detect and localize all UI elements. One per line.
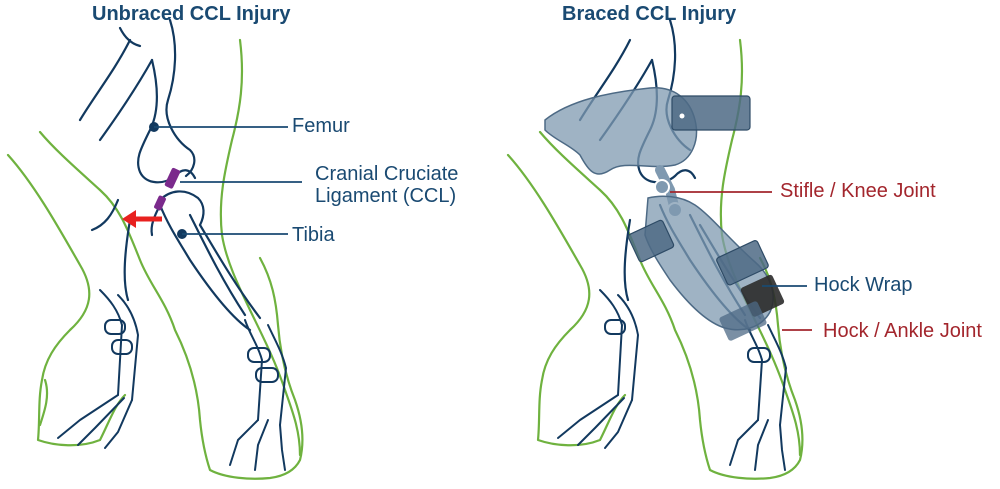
hock-wrap-label: Hock Wrap <box>814 274 913 296</box>
thigh-strap <box>671 95 751 131</box>
front-paw-bones <box>557 289 639 449</box>
front-paw-bones <box>57 289 139 449</box>
instability-arrow <box>122 210 162 228</box>
stifle-label: Stifle / Knee Joint <box>780 180 936 202</box>
leader-lines <box>154 126 302 235</box>
hock-label: Hock / Ankle Joint <box>823 320 982 342</box>
shin-strap <box>716 240 769 286</box>
tibia-bone <box>90 190 262 332</box>
ankle-strap <box>719 301 767 341</box>
ccl-label-line2: Ligament (CCL) <box>315 185 457 207</box>
unbraced-panel: Unbraced CCL Injury <box>6 3 459 480</box>
knee-strap <box>627 219 675 263</box>
rear-paw-bones <box>229 319 287 471</box>
red-leader-lines <box>670 191 812 331</box>
unbraced-title: Unbraced CCL Injury <box>92 3 291 25</box>
brace-shin-shell <box>644 195 774 331</box>
braced-leg-diagram <box>506 18 812 480</box>
ccl-label-line1: Cranial Cruciate <box>315 163 459 185</box>
rear-paw-bones <box>729 319 787 471</box>
femur-label: Femur <box>292 115 350 137</box>
ccl-ligament <box>154 167 181 211</box>
braced-title: Braced CCL Injury <box>562 3 737 25</box>
stifle-hinge <box>654 179 670 195</box>
tibia-label: Tibia <box>292 224 335 246</box>
leg-silhouette <box>6 38 304 480</box>
braced-panel: Braced CCL Injury <box>500 0 1000 489</box>
unbraced-leg-diagram <box>6 18 304 480</box>
brace-thigh-shell <box>544 87 698 175</box>
femur-bone <box>78 18 197 184</box>
